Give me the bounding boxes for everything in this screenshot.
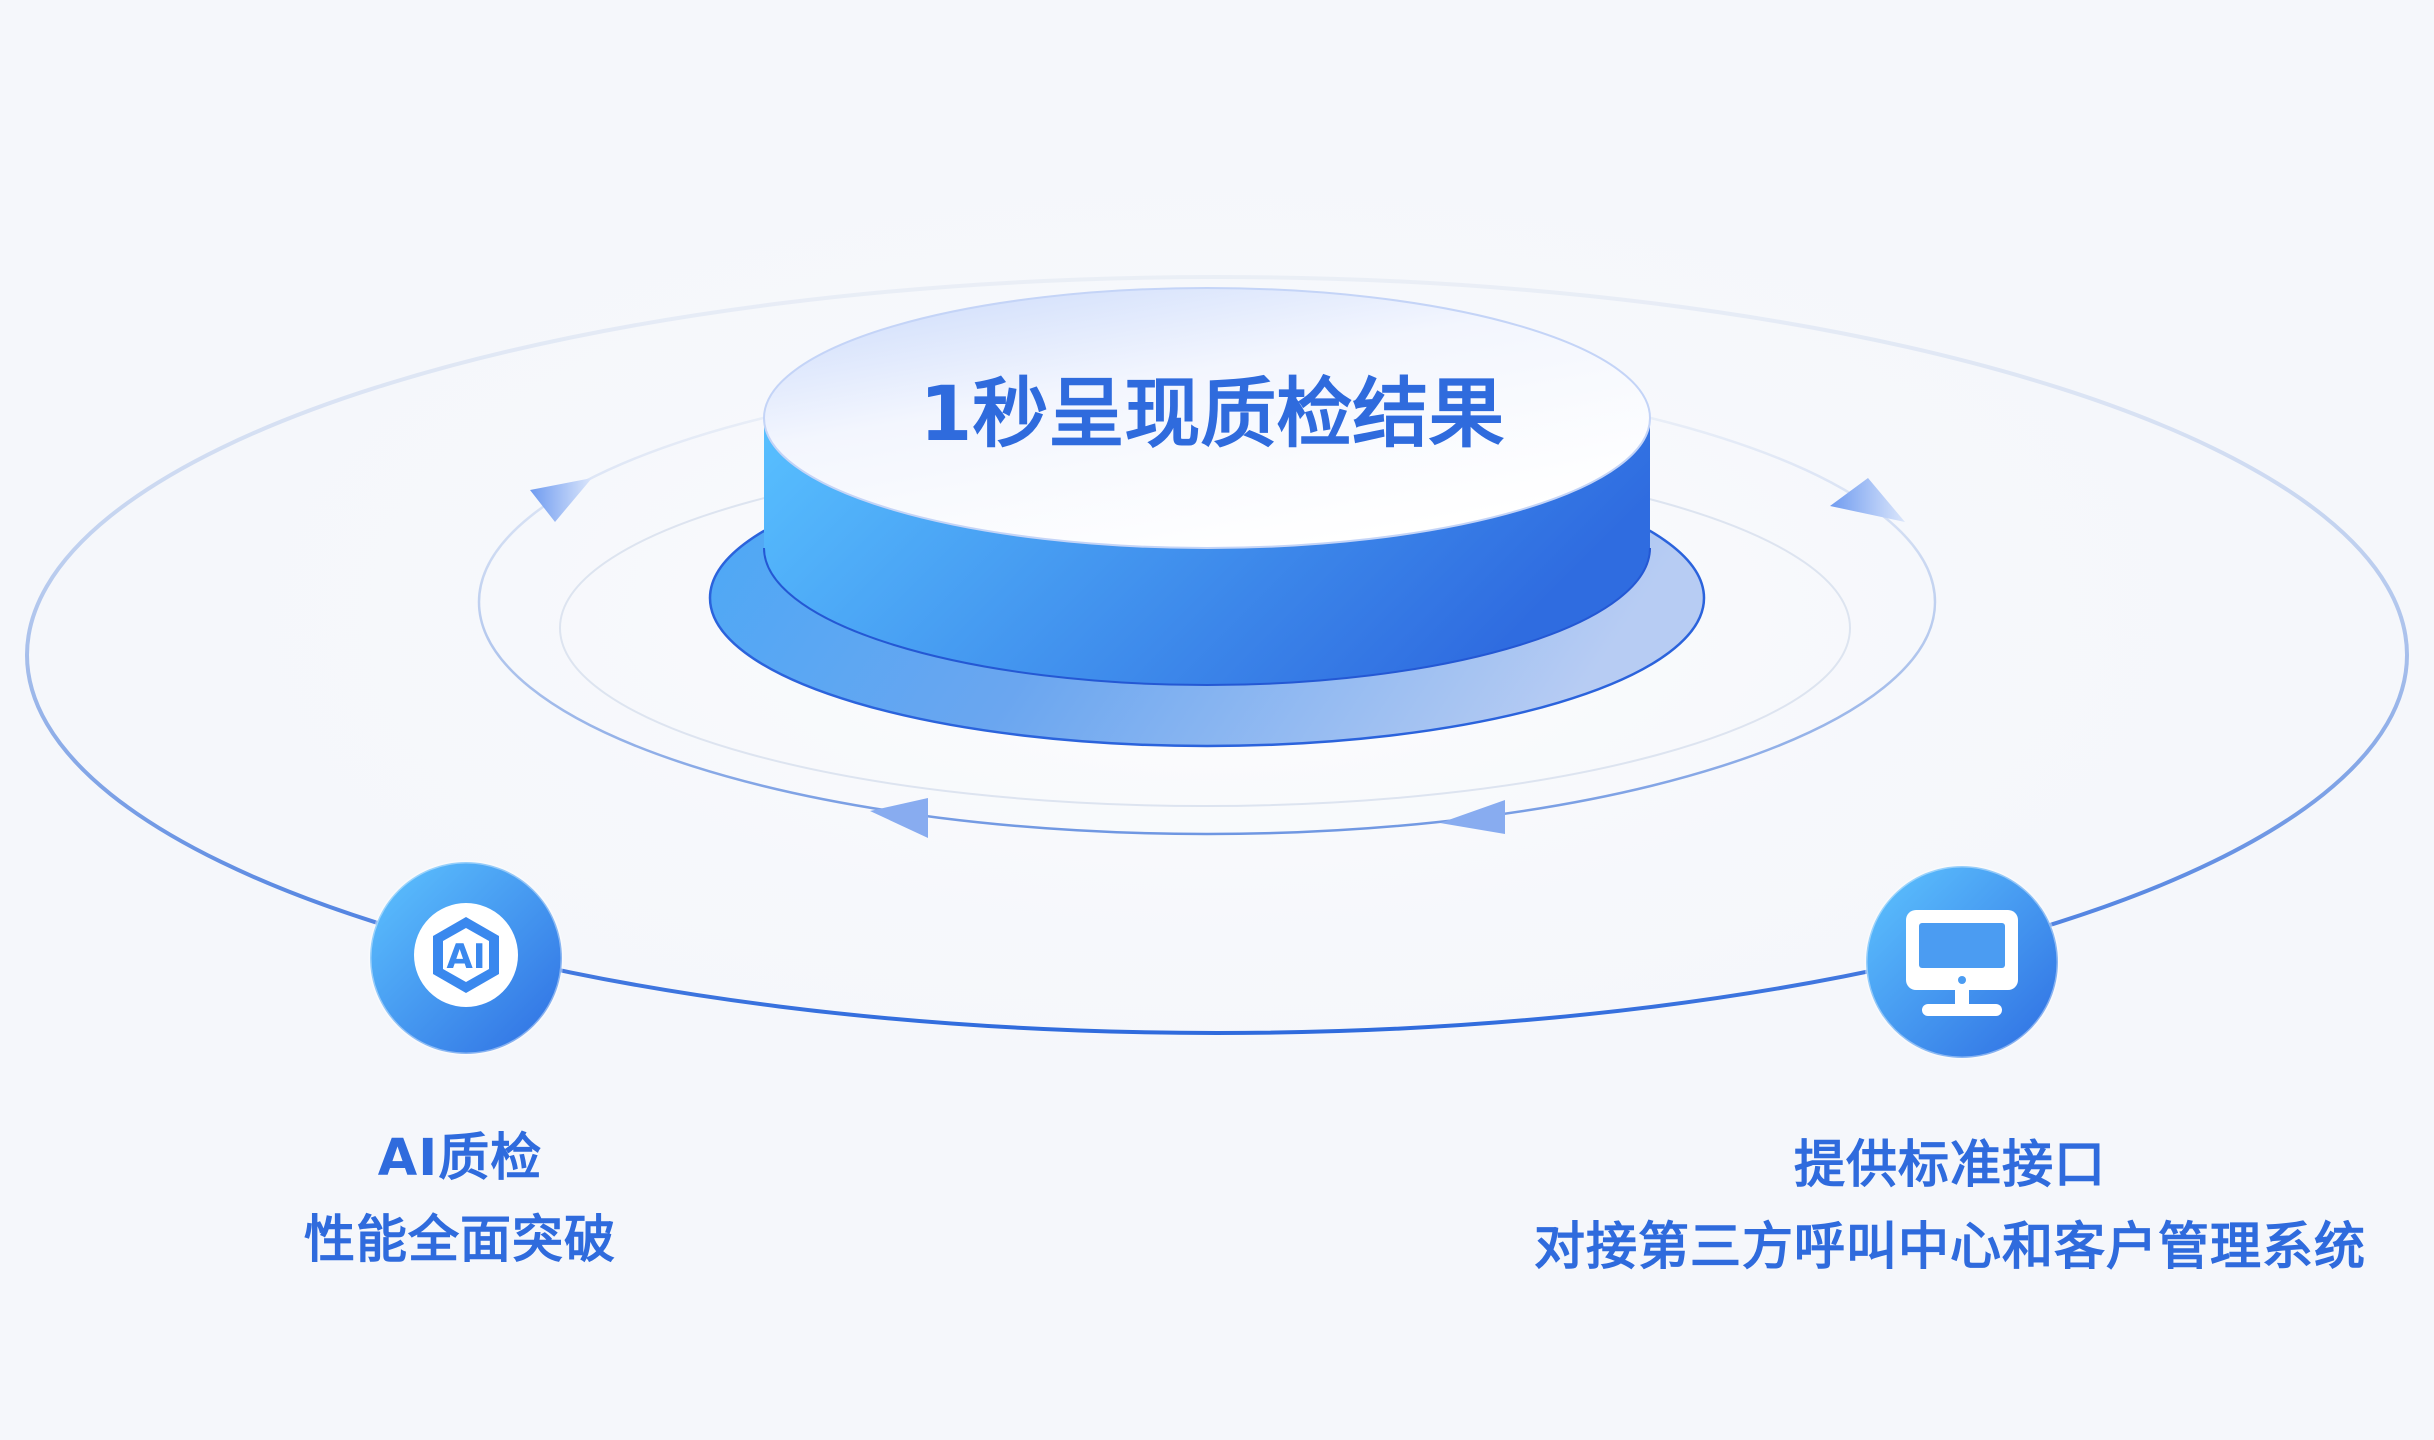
ai-node-subtitle: 性能全面突破 bbox=[303, 1211, 616, 1270]
ai-node-caption: AI质检 性能全面突破 bbox=[180, 1118, 740, 1282]
ai-chip-icon: AI bbox=[414, 903, 518, 1007]
center-title: 1秒呈现质检结果 bbox=[920, 369, 1505, 458]
arrow-icon bbox=[1440, 800, 1505, 834]
interface-node-subtitle: 对接第三方呼叫中心和客户管理系统 bbox=[1533, 1218, 2366, 1277]
ai-node[interactable]: AI bbox=[368, 860, 564, 1056]
interface-node-caption: 提供标准接口 对接第三方呼叫中心和客户管理系统 bbox=[1480, 1125, 2420, 1289]
platform-side-edge bbox=[763, 547, 1651, 686]
interface-node-title: 提供标准接口 bbox=[1793, 1136, 2106, 1195]
arrow-icon bbox=[530, 478, 592, 522]
center-platform bbox=[708, 287, 1706, 748]
interface-node[interactable] bbox=[1864, 864, 2060, 1060]
outer-ring bbox=[25, 275, 2409, 1035]
cycle-arrows bbox=[530, 478, 1905, 838]
arrow-icon bbox=[1830, 478, 1905, 522]
platform-top bbox=[763, 287, 1651, 549]
arrow-icon bbox=[870, 798, 928, 838]
ai-node-title: AI质检 bbox=[377, 1129, 543, 1188]
monitor-icon bbox=[1906, 910, 2018, 1016]
ai-icon-text: AI bbox=[447, 937, 486, 977]
